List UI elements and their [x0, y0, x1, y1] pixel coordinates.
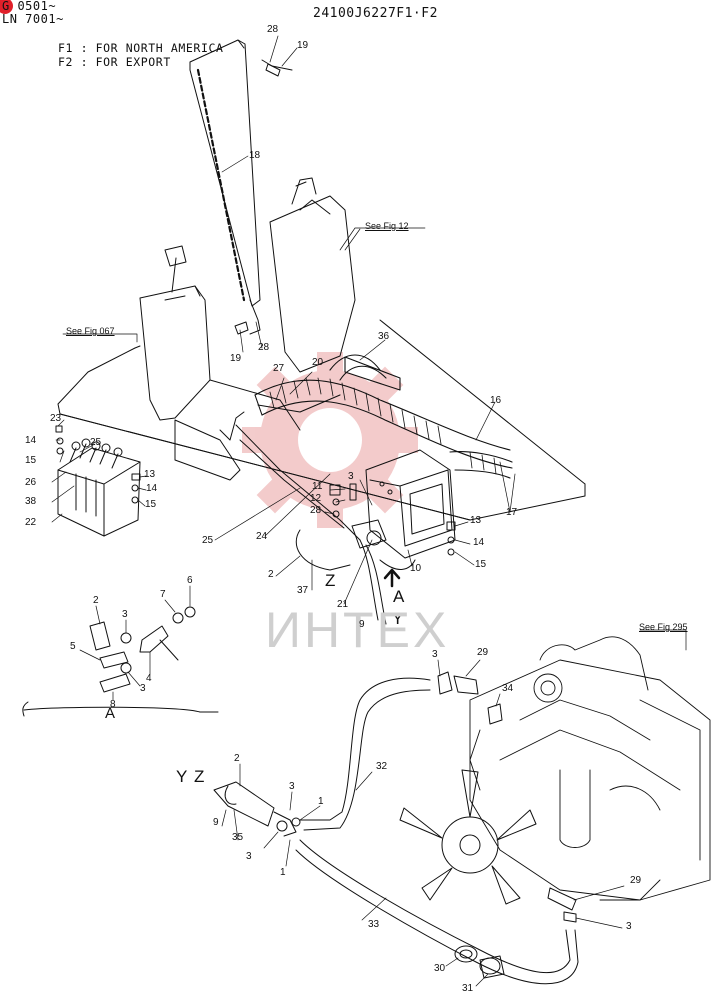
callout-3: 3	[246, 851, 252, 862]
callout-10: 10	[410, 563, 422, 574]
callout-14: 14	[473, 537, 485, 548]
callout-28: 28	[310, 505, 322, 516]
callout-8: 8	[110, 699, 116, 710]
coolant-hoses	[295, 671, 579, 985]
duct-ribbing	[269, 377, 497, 475]
callout-15: 15	[25, 455, 37, 466]
left-seat-outline	[139, 245, 211, 421]
ref-engine-fig: See Fig 295	[639, 622, 688, 632]
watermark-gear-logo	[242, 352, 418, 528]
corner-marker-dot	[0, 0, 13, 14]
view-label-y-lower: Y	[176, 767, 188, 786]
callout-1: 1	[280, 867, 286, 878]
right-seat-outline	[269, 177, 356, 373]
callout-25: 25	[90, 437, 102, 448]
callout-2: 2	[234, 753, 240, 764]
callout-3: 3	[348, 471, 354, 482]
callout-13: 13	[470, 515, 482, 526]
valve-assembly	[349, 483, 387, 549]
note-f1: F1 : FOR NORTH AMERICA	[58, 41, 224, 55]
callout-24: 24	[256, 531, 268, 542]
callout-36: 36	[378, 331, 390, 342]
callout-27: 27	[273, 363, 285, 374]
callout-31: 31	[462, 983, 474, 994]
view-label-z-lower: Z	[194, 767, 205, 786]
part-number: 24100J6227F1·F2	[313, 6, 438, 21]
callout-9: 9	[359, 619, 365, 630]
engine-block	[469, 636, 711, 901]
leader-lines-upper	[51, 35, 516, 605]
callout-3: 3	[122, 609, 128, 620]
serial-range-top: G 0501~	[2, 0, 57, 13]
callout-4: 4	[146, 673, 152, 684]
view-label-arrow-a: A	[393, 587, 405, 606]
callout-15: 15	[145, 499, 157, 510]
callout-32: 32	[376, 761, 388, 772]
view-label-z-upper: Z	[325, 571, 336, 590]
callout-2: 2	[268, 569, 274, 580]
callout-3: 3	[140, 683, 146, 694]
detail-a-title: A	[105, 705, 116, 722]
callout-9: 9	[213, 817, 219, 828]
callout-11: 11	[312, 481, 323, 492]
callout-22: 22	[25, 517, 37, 528]
heater-valve-connectors	[213, 781, 301, 837]
callout-30: 30	[434, 963, 446, 974]
callout-3: 3	[626, 921, 632, 932]
callout-29: 29	[477, 647, 489, 658]
note-f2: F2 : FOR EXPORT	[58, 55, 171, 69]
callout-12: 12	[310, 493, 322, 504]
callout-19: 19	[297, 40, 309, 51]
callout-3: 3	[289, 781, 295, 792]
seat-base	[174, 379, 301, 481]
view-arrow-a	[383, 568, 401, 588]
callout-1: 1	[318, 796, 324, 807]
callout-5: 5	[70, 641, 76, 652]
callout-37: 37	[297, 585, 309, 596]
callout-6: 6	[187, 575, 193, 586]
view-label-y-upper: Y	[392, 609, 404, 628]
callout-26: 26	[25, 477, 37, 488]
callout-21: 21	[337, 599, 349, 610]
callout-38: 38	[25, 496, 37, 507]
callout-25: 25	[202, 535, 214, 546]
detail-a-parts	[22, 606, 219, 717]
switch-panel	[57, 438, 141, 537]
callout-3: 3	[432, 649, 438, 660]
callout-7: 7	[160, 589, 166, 600]
ref-console-fig: See Fig 067	[66, 326, 115, 336]
callout-29: 29	[630, 875, 642, 886]
callout-15: 15	[475, 559, 487, 570]
callout-23: 23	[50, 413, 62, 424]
watermark-text: ИНТЕХ	[265, 602, 450, 658]
serial-range-bottom: LN 7001~	[2, 12, 64, 26]
callout-18: 18	[249, 150, 261, 161]
backrest-frame	[189, 39, 293, 335]
heater-ducts	[254, 354, 513, 479]
callout-14: 14	[146, 483, 158, 494]
callout-35: 35	[232, 832, 244, 843]
clamp-and-grommet	[454, 945, 505, 979]
engine-fan	[399, 769, 537, 905]
callout-2: 2	[93, 595, 99, 606]
detail-a-leaders	[79, 585, 191, 701]
callout-20: 20	[312, 357, 324, 368]
callout-33: 33	[368, 919, 380, 930]
callout-34: 34	[502, 683, 514, 694]
callout-14: 14	[25, 435, 37, 446]
panel-fasteners	[55, 63, 456, 556]
callout-28: 28	[258, 342, 270, 353]
callout-19: 19	[230, 353, 242, 364]
control-hoses	[219, 411, 416, 625]
ref-seat-fig: See Fig 12	[365, 221, 409, 231]
callout-28: 28	[267, 24, 279, 35]
callout-17: 17	[506, 507, 518, 518]
callout-13: 13	[144, 469, 156, 480]
leader-lines-lower	[221, 629, 687, 987]
callout-16: 16	[490, 395, 502, 406]
